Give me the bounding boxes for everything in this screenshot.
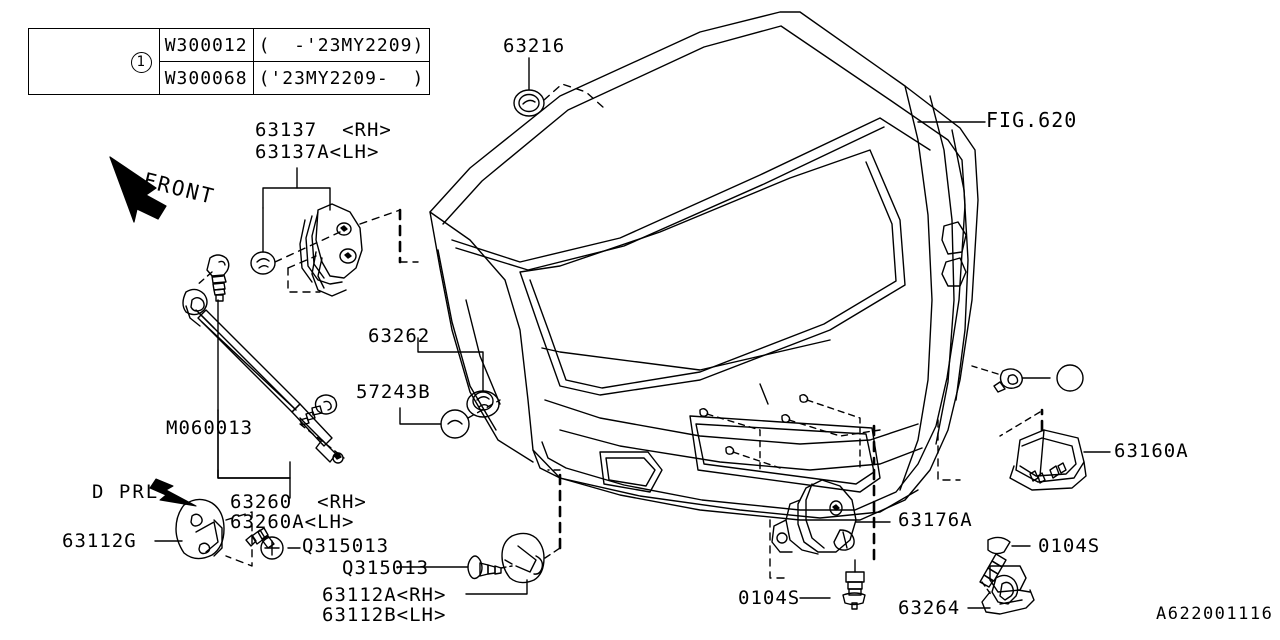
callout-d-prl: D PRL [92,481,160,503]
callout-63176a: 63176A [898,509,973,531]
callout-63112a-rh: 63112A<RH> [322,584,447,606]
legend-applicability-2: ('23MY2209- ) [252,61,431,95]
callout-q315013-upper: Q315013 [302,535,390,557]
legend-row-1: 1 W300012 ( -'23MY2209) [28,28,431,95]
callout-63112b-lh: 63112B<LH> [322,604,447,626]
callout-63137-rh: 63137 <RH> [255,119,392,141]
callout-63216: 63216 [503,35,566,57]
callout-63264: 63264 [898,597,961,619]
diagram-id-code: A622001116 [1156,604,1274,624]
callout-0104s-left: 0104S [738,587,801,609]
callout-63160a: 63160A [1114,440,1189,462]
legend-index-cell: 1 [28,28,160,95]
callout-0104s-right: 0104S [1038,535,1101,557]
legend-applicability-1: ( -'23MY2209) [252,28,431,62]
index-circle-1: 1 [130,52,152,73]
legend-table: 1 W300012 ( -'23MY2209) W300068 ('23MY22… [28,28,431,95]
legend-part-no-2: W300068 [158,61,254,95]
callout-63262: 63262 [368,325,431,347]
callout-63137a-lh: 63137A<LH> [255,141,380,163]
legend-part-no-1: W300012 [158,28,254,62]
callout-q315013-lower: Q315013 [342,557,430,579]
legend-row-2: W300068 ('23MY2209- ) [29,61,431,95]
callout-63260-rh: 63260 <RH> [230,491,367,513]
callout-63112g: 63112G [62,530,137,552]
callout-fig-620: FIG.620 [986,108,1078,132]
callout-m060013: M060013 [166,417,254,439]
callout-63260a-lh: 63260A<LH> [230,511,355,533]
callout-57243b: 57243B [356,381,431,403]
